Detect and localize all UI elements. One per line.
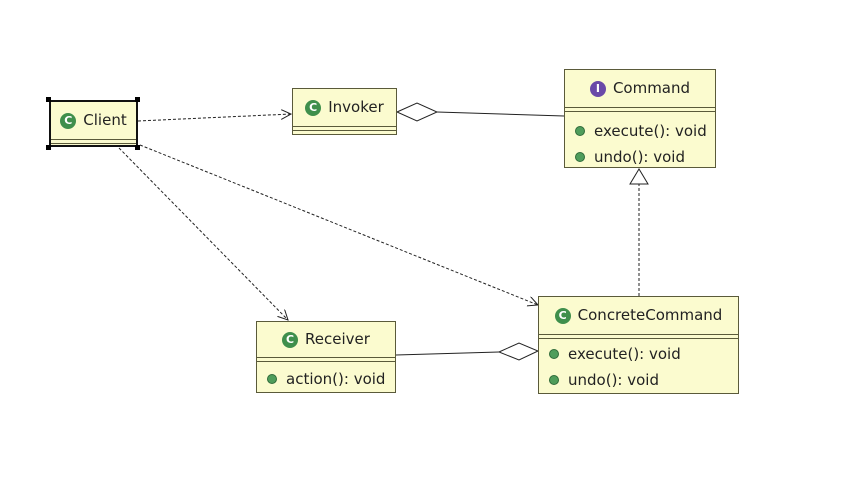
class-name-concretecommand: ConcreteCommand	[577, 306, 723, 324]
class-icon: C	[305, 99, 322, 116]
attributes-compartment	[539, 335, 738, 339]
class-name-invoker: Invoker	[328, 98, 384, 116]
aggregation-invoker-command	[436, 111, 565, 117]
class-box-invoker[interactable]: C Invoker	[292, 88, 397, 135]
class-box-client[interactable]: C Client	[49, 100, 138, 147]
class-icon: C	[60, 112, 77, 129]
operation-row[interactable]: execute(): void	[575, 118, 715, 144]
selection-handle-top-left[interactable]	[46, 97, 51, 102]
selection-handle-top-right[interactable]	[135, 97, 140, 102]
operation-label: execute(): void	[568, 344, 681, 363]
interface-header-command: I Command	[565, 70, 715, 108]
dependency-client-invoker	[137, 114, 291, 122]
operations-compartment: execute(): void undo(): void	[565, 112, 715, 170]
public-method-icon	[549, 349, 559, 359]
interface-box-command[interactable]: I Command execute(): void undo(): void	[564, 69, 716, 168]
operation-label: undo(): void	[594, 147, 685, 166]
operation-row[interactable]: undo(): void	[549, 367, 738, 393]
attributes-compartment	[565, 108, 715, 112]
public-method-icon	[267, 374, 277, 384]
operation-label: action(): void	[286, 369, 386, 388]
selection-handle-bottom-right[interactable]	[135, 145, 140, 150]
realization-triangle	[629, 168, 649, 185]
dependency-client-receiver	[118, 147, 288, 320]
attributes-compartment	[51, 140, 136, 144]
operation-row[interactable]: undo(): void	[575, 144, 715, 170]
class-header-concretecommand: C ConcreteCommand	[539, 297, 738, 335]
operation-label: execute(): void	[594, 121, 707, 140]
operation-row[interactable]: action(): void	[267, 366, 395, 392]
class-icon: C	[282, 331, 299, 348]
class-header-client: C Client	[51, 102, 136, 140]
class-header-invoker: C Invoker	[293, 89, 396, 127]
class-header-receiver: C Receiver	[257, 322, 395, 358]
class-name-receiver: Receiver	[305, 330, 370, 348]
class-box-concretecommand[interactable]: C ConcreteCommand execute(): void undo()…	[538, 296, 739, 394]
interface-icon: I	[589, 80, 606, 97]
class-icon: C	[554, 307, 571, 324]
operation-row[interactable]: execute(): void	[549, 341, 738, 367]
attributes-compartment	[257, 358, 395, 362]
dependency-client-concretecommand	[139, 144, 538, 305]
operation-label: undo(): void	[568, 370, 659, 389]
public-method-icon	[549, 375, 559, 385]
attributes-compartment	[293, 127, 396, 131]
aggregation-diamond-concretecommand	[497, 342, 540, 361]
public-method-icon	[575, 152, 585, 162]
aggregation-diamond-invoker	[395, 102, 439, 122]
selection-handle-bottom-left[interactable]	[46, 145, 51, 150]
public-method-icon	[575, 126, 585, 136]
operations-compartment: execute(): void undo(): void	[539, 339, 738, 393]
interface-name-command: Command	[612, 79, 691, 97]
class-box-receiver[interactable]: C Receiver action(): void	[256, 321, 396, 393]
operations-compartment: action(): void	[257, 362, 395, 392]
aggregation-concretecommand-receiver	[395, 351, 500, 356]
class-name-client: Client	[83, 111, 127, 129]
